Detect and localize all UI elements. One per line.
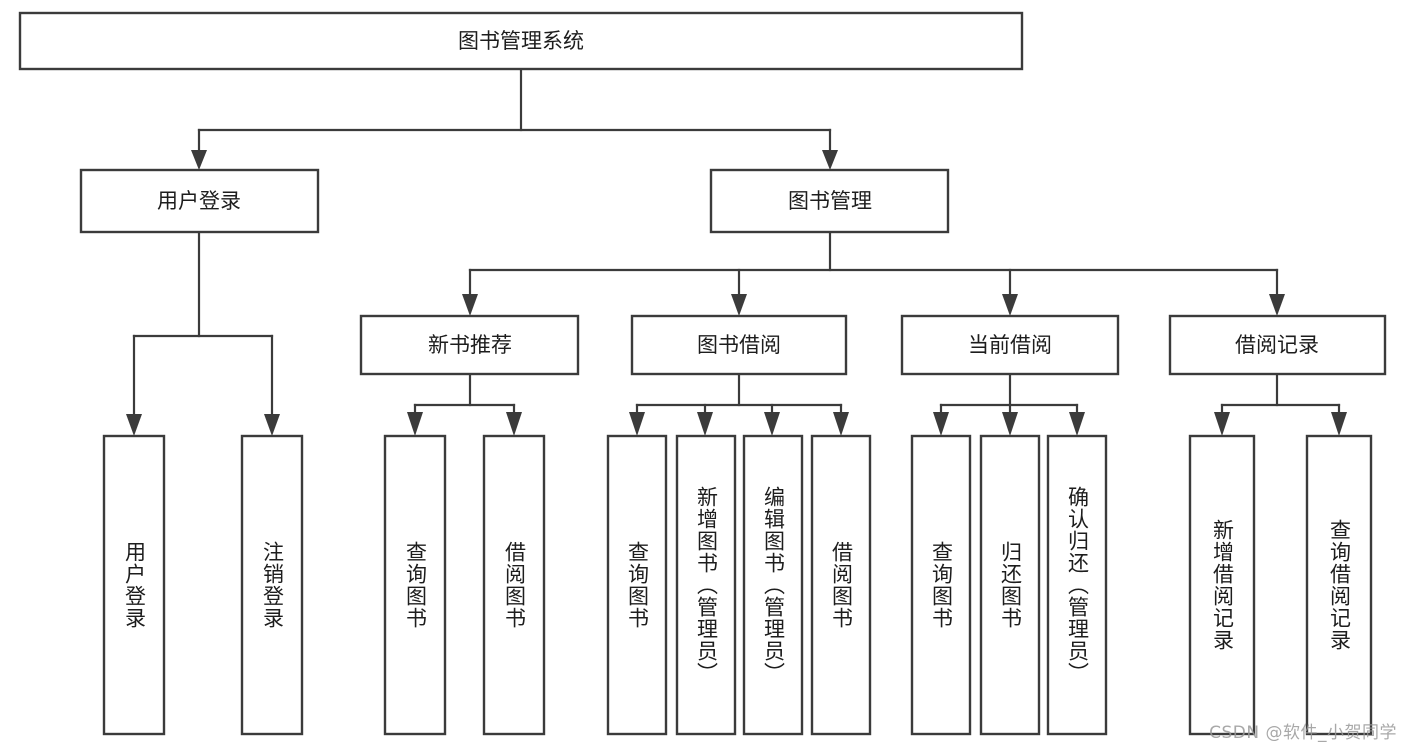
arrow-current-borrow-c1 — [933, 412, 949, 436]
arrow-user-login-c1 — [126, 414, 142, 436]
node-leaf-confirm-return[interactable] — [1046, 434, 1108, 736]
node-leaf-add-book[interactable] — [675, 434, 737, 736]
node-book-manage[interactable] — [709, 168, 950, 234]
arrow-book-borrow-c2 — [697, 412, 713, 436]
node-borrow-record-label: 借阅记录 — [1235, 333, 1319, 357]
node-user-login-label: 用户登录 — [157, 189, 241, 213]
node-user-login[interactable] — [79, 168, 320, 234]
arrow-book-manage-c4 — [1269, 294, 1285, 316]
node-leaf-add-record[interactable] — [1188, 434, 1256, 736]
arrow-user-login-c2 — [264, 414, 280, 436]
node-leaf-edit-book[interactable] — [742, 434, 804, 736]
node-book-manage-label: 图书管理 — [788, 189, 872, 213]
arrow-current-borrow-c3 — [1069, 412, 1085, 436]
node-leaf-query-book-a[interactable] — [383, 434, 447, 736]
arrow-new-book-c1 — [407, 412, 423, 436]
arrow-book-manage-c2 — [731, 294, 747, 316]
arrow-book-manage-c3 — [1002, 294, 1018, 316]
node-root[interactable] — [18, 11, 1024, 71]
horizontal-labels-layer: 图书管理系统 用户登录 图书管理 新书推荐 图书借阅 当前借阅 借阅记录 — [157, 29, 1319, 357]
node-current-borrow[interactable] — [900, 314, 1120, 376]
csdn-watermark: CSDN @软件_小贺同学 — [1209, 723, 1397, 743]
arrow-current-borrow-c2 — [1002, 412, 1018, 436]
nodes-layer — [18, 11, 1387, 736]
connectors-layer — [126, 67, 1347, 436]
node-new-book-rec-label: 新书推荐 — [428, 333, 512, 357]
arrow-borrow-record-c2 — [1331, 412, 1347, 436]
node-leaf-logout[interactable] — [240, 434, 304, 736]
node-root-label: 图书管理系统 — [458, 29, 584, 53]
arrow-root-to-book-manage — [822, 150, 838, 170]
node-leaf-query-book-c[interactable] — [910, 434, 972, 736]
arrow-borrow-record-c1 — [1214, 412, 1230, 436]
arrow-book-borrow-c3 — [764, 412, 780, 436]
node-new-book-rec[interactable] — [359, 314, 580, 376]
node-current-borrow-label: 当前借阅 — [968, 333, 1052, 357]
node-leaf-query-book-b[interactable] — [606, 434, 668, 736]
node-leaf-borrow-book-b[interactable] — [810, 434, 872, 736]
arrow-new-book-c2 — [506, 412, 522, 436]
node-leaf-user-login[interactable] — [102, 434, 166, 736]
arrow-book-manage-c1 — [462, 294, 478, 316]
node-book-borrow-label: 图书借阅 — [697, 333, 781, 357]
node-leaf-query-record[interactable] — [1305, 434, 1373, 736]
arrow-book-borrow-c1 — [629, 412, 645, 436]
node-book-borrow[interactable] — [630, 314, 848, 376]
node-leaf-borrow-book-a[interactable] — [482, 434, 546, 736]
arrow-root-to-user-login — [191, 150, 207, 170]
arrow-book-borrow-c4 — [833, 412, 849, 436]
node-leaf-return-book[interactable] — [979, 434, 1041, 736]
node-borrow-record[interactable] — [1168, 314, 1387, 376]
